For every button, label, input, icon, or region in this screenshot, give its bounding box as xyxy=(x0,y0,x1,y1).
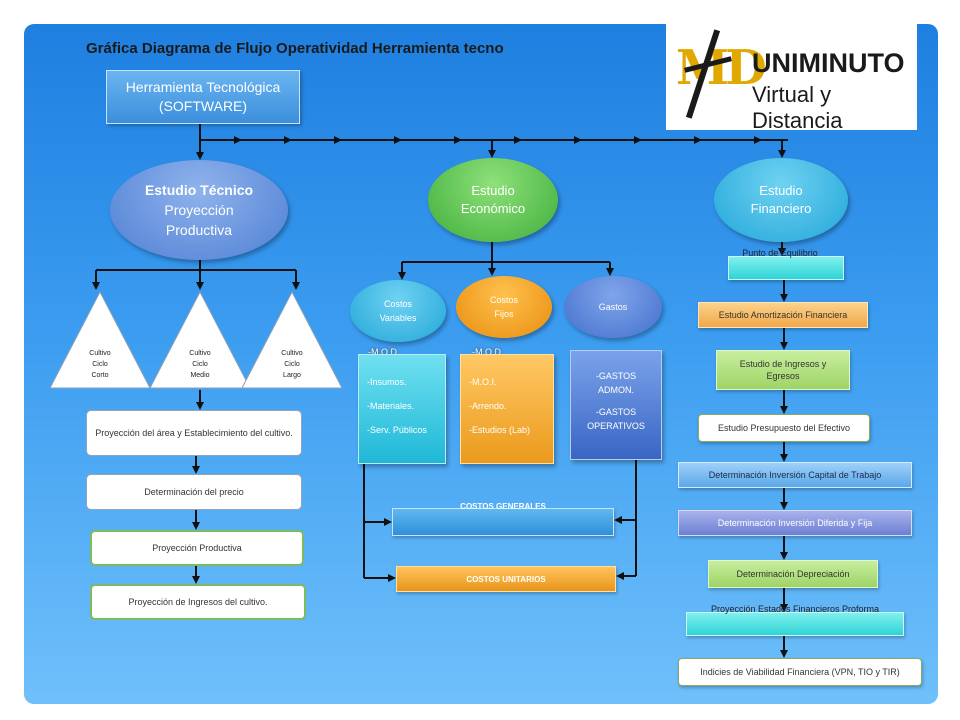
punto-equilibrio-box xyxy=(728,256,844,280)
fijos-l1: Costos xyxy=(489,295,518,305)
gastos-node: Gastos xyxy=(564,276,662,338)
estados-proforma-box xyxy=(686,612,904,636)
variables-item-1: -Insumos. xyxy=(367,377,407,387)
cultivo-2-l2: Ciclo xyxy=(192,361,208,368)
variables-item-2: -Materiales. xyxy=(367,401,415,411)
cultivo-ciclo-medio-node: Cultivo Ciclo Medio xyxy=(148,290,252,390)
estudio-financiero-node: Estudio Financiero xyxy=(714,158,848,242)
diagram-title: Gráfica Diagrama de Flujo Operatividad H… xyxy=(86,40,504,57)
presupuesto-efectivo-box: Estudio Presupuesto del Efectivo xyxy=(698,414,870,442)
cultivo-1-l2: Ciclo xyxy=(92,361,108,368)
determinacion-precio-box: Determinación del precio xyxy=(86,474,302,510)
cultivo-2-l1: Cultivo xyxy=(189,350,211,357)
fijos-l2: Fijos xyxy=(494,309,514,319)
fijos-item-2: -Arrendo. xyxy=(469,401,507,411)
software-line2: (SOFTWARE) xyxy=(158,98,248,114)
variables-l1: Costos xyxy=(383,299,412,309)
estados-proforma-label: Proyección Estados Financieros Proforma xyxy=(710,604,880,614)
depreciacion-box: Determinación Depreciación xyxy=(708,560,878,588)
economico-line2: Económico xyxy=(460,201,526,216)
fijos-item-1: -M.O.I. xyxy=(469,377,497,387)
costos-generales-label: COSTOS GENERALES xyxy=(460,502,546,511)
variables-mod-label: -M.O.D xyxy=(368,347,397,357)
proyeccion-area-box: Proyección del área y Establecimiento de… xyxy=(86,410,302,456)
financiero-line1: Estudio xyxy=(759,183,803,198)
punto-equilibrio-label: Punto de Equilibrio xyxy=(742,248,818,258)
costos-generales-bar xyxy=(392,508,614,536)
gastos-item-3: -GASTOS xyxy=(595,407,637,417)
gastos-item-4: OPERATIVOS xyxy=(587,421,645,431)
costos-fijos-list: -M.O.I. -Arrendo. -Estudios (Lab) xyxy=(460,354,554,464)
capital-trabajo-box: Determinación Inversión Capital de Traba… xyxy=(678,462,912,488)
gastos-item-1: -GASTOS xyxy=(595,371,637,381)
cultivo-3-l1: Cultivo xyxy=(281,350,303,357)
logo-line2: Virtual y Distancia xyxy=(752,82,843,133)
cultivo-3-l2: Ciclo xyxy=(284,361,300,368)
costos-unitarios-bar: COSTOS UNITARIOS xyxy=(396,566,616,592)
variables-item-3: -Serv. Públicos xyxy=(367,425,427,435)
proyeccion-ingresos-box: Proyección de Ingresos del cultivo. xyxy=(90,584,306,620)
economico-line1: Estudio xyxy=(471,183,515,198)
cultivo-ciclo-largo-node: Cultivo Ciclo Largo xyxy=(240,290,344,390)
costos-variables-list: -Insumos. -Materiales. -Serv. Públicos xyxy=(358,354,446,464)
ingresos-egresos-box: Estudio de Ingresos y Egresos xyxy=(716,350,850,390)
cultivo-2-l3: Medio xyxy=(190,372,210,379)
cultivo-1-l1: Cultivo xyxy=(89,350,111,357)
fijos-item-3: -Estudios (Lab) xyxy=(469,425,531,435)
inversion-diferida-box: Determinación Inversión Diferida y Fija xyxy=(678,510,912,536)
software-line1: Herramienta Tecnológica xyxy=(125,79,281,95)
gastos-item-2: ADMON. xyxy=(598,385,634,395)
costos-variables-node: Costos Variables xyxy=(350,280,446,342)
cultivo-ciclo-corto-node: Cultivo Ciclo Corto xyxy=(48,290,152,390)
estudio-economico-node: Estudio Económico xyxy=(428,158,558,242)
fijos-mod-label: -M.O.D xyxy=(472,347,501,357)
cultivo-3-l3: Largo xyxy=(283,372,301,379)
software-box: Herramienta Tecnológica (SOFTWARE) xyxy=(106,70,300,124)
uniminuto-logo: MD UNIMINUTO Virtual y Distancia xyxy=(666,22,917,133)
costos-fijos-node: Costos Fijos xyxy=(456,276,552,338)
variables-l2: Variables xyxy=(379,313,417,323)
cultivo-1-l3: Corto xyxy=(91,372,109,379)
logo-line1: UNIMINUTO xyxy=(752,48,905,78)
gastos-list: -GASTOS ADMON. -GASTOS OPERATIVOS xyxy=(570,350,662,460)
gastos-label: Gastos xyxy=(598,302,628,312)
financiero-line2: Financiero xyxy=(750,201,812,216)
viabilidad-financiera-box: Indicies de Viabilidad Financiera (VPN, … xyxy=(678,658,922,686)
proyeccion-productiva-box: Proyección Productiva xyxy=(90,530,304,566)
amortizacion-box: Estudio Amortización Financiera xyxy=(698,302,868,328)
tecnico-line2: Proyección xyxy=(164,202,234,218)
estudio-tecnico-node: Estudio Técnico Proyección Productiva xyxy=(110,160,288,260)
tecnico-line3: Productiva xyxy=(165,222,233,238)
tecnico-line1: Estudio Técnico xyxy=(144,182,254,198)
